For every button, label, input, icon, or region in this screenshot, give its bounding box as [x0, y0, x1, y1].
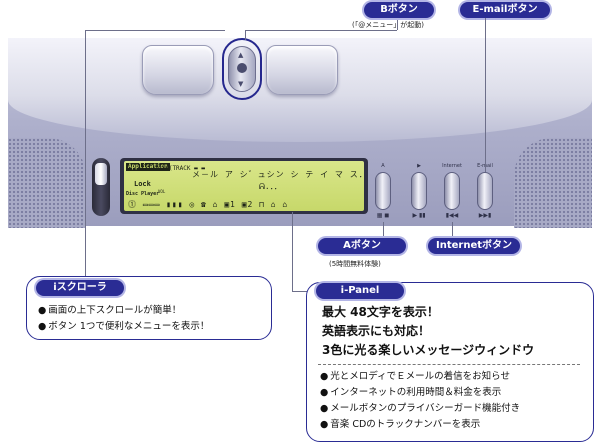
iscroller-point: 画面の上下スクロールが簡単！	[38, 303, 181, 319]
ipanel-headline: 最大 48文字を表示！	[322, 305, 439, 319]
internet-button-leader-line	[452, 222, 453, 238]
a-button-label: A	[381, 163, 385, 169]
lcd-message-text: メ－ル ア シ゛ュシン シ テ イ マ ス．．．	[192, 170, 364, 179]
ipanel-point: メールボタンのプライバシーガード機能付き	[320, 401, 520, 417]
left-speaker-grille	[8, 138, 86, 228]
a-button-symbol-icon: ▦ ◼	[376, 212, 390, 219]
skip-back-icon: ▮◀◀	[445, 212, 459, 219]
a-button[interactable]	[375, 172, 391, 210]
internet-button-label: Internet	[442, 163, 462, 169]
b-button-highlight-ring	[222, 38, 262, 100]
iscroller-leader-line	[85, 30, 86, 278]
b-button-leader-line	[245, 30, 246, 40]
a-button-leader-line	[383, 222, 384, 238]
a-button-callout: Aボタン	[318, 238, 406, 254]
b-button-caption: (「@メニュー」が起動)	[352, 21, 424, 29]
ipanel-headline: 3色に光る楽しいメッセージウィンドウ	[322, 343, 535, 357]
iscroller-wheel[interactable]	[95, 163, 107, 185]
top-right-button[interactable]	[266, 45, 338, 95]
ipanel-headline: 英語表示にも対応！	[322, 324, 431, 338]
email-button-leader-line	[485, 18, 486, 172]
skip-forward-icon: ▶▶▮	[478, 212, 492, 219]
b-button-callout: Bボタン	[364, 2, 434, 18]
ipanel-divider	[318, 364, 580, 365]
email-button[interactable]	[477, 172, 493, 210]
email-button-callout: E-mailボタン	[460, 2, 550, 18]
iscroller-callout: iスクローラ	[36, 280, 124, 296]
play-pause-button[interactable]	[411, 172, 427, 210]
play-pause-icon: ▶ ▮▮	[412, 212, 426, 219]
ipanel-lcd-display: Application ⊂(((TRACK ▬ ▬ Lock Disc Play…	[124, 161, 364, 211]
iscroller-leader-line-h	[85, 30, 225, 31]
b-button-leader-line-v	[397, 20, 398, 30]
internet-button-callout: Internetボタン	[428, 238, 520, 254]
ipanel-callout: i-Panel	[316, 283, 404, 299]
ipanel-leader-line-h	[292, 291, 308, 292]
ipanel-point: 音楽 CDのトラックナンバーを表示	[320, 417, 480, 433]
b-button-leader-line-h	[245, 30, 397, 31]
a-button-caption: (5時間無料体験)	[329, 260, 381, 268]
lcd-status-icons: ⓵ ▭▭▭ ▮▮▮ ◎ ☎ ⌂ ▣1 ▣2 ⊓ ⌂ ⌂	[128, 200, 289, 209]
lcd-sub-text: ᕱ.．．	[259, 182, 282, 191]
right-speaker-grille	[514, 138, 592, 228]
lcd-track-indicator: ⊂(((TRACK ▬ ▬	[158, 165, 205, 172]
lcd-disc-player-label: Disc Player	[126, 191, 160, 197]
lcd-lock-label: Lock	[134, 180, 151, 188]
ipanel-point: 光とメロディでＥメールの着信をお知らせ	[320, 369, 510, 385]
ipanel-leader-line	[292, 212, 293, 292]
lcd-volume-label: VOL	[158, 189, 166, 194]
lcd-application-tag: Application	[126, 163, 170, 171]
b-button-center-icon	[237, 63, 247, 73]
internet-button[interactable]	[444, 172, 460, 210]
play-button-label: ▶	[417, 163, 421, 169]
top-left-button[interactable]	[142, 45, 214, 95]
iscroller-point: ボタン 1つで便利なメニューを表示！	[38, 319, 209, 335]
ipanel-point: インターネットの利用時間＆料金を表示	[320, 385, 501, 401]
